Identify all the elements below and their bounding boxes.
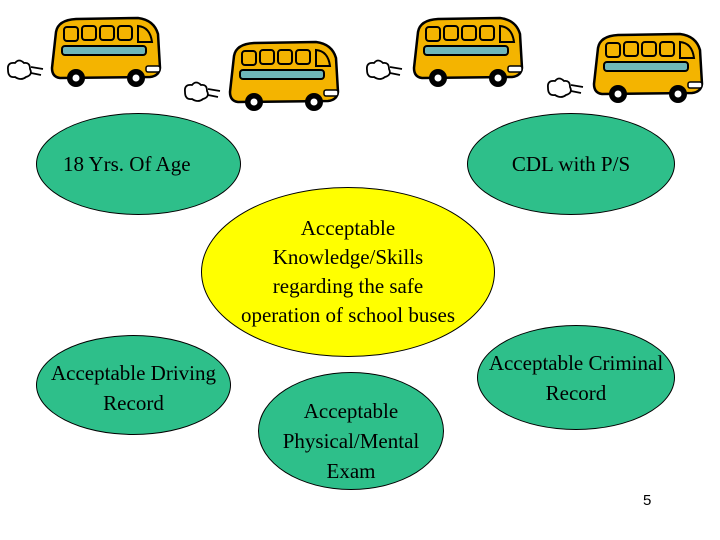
exhaust-cloud-icon <box>546 77 584 98</box>
requirement-knowledge-oval: Acceptable Knowledge/Skills regarding th… <box>201 187 495 357</box>
requirement-age-oval: 18 Yrs. Of Age <box>36 113 241 215</box>
requirement-cdl-oval: CDL with P/S <box>467 113 675 215</box>
requirement-knowledge-label: Acceptable Knowledge/Skills regarding th… <box>240 216 456 327</box>
requirement-cdl-label: CDL with P/S <box>511 152 631 176</box>
exhaust-cloud-icon <box>6 59 44 80</box>
requirement-exam-oval: Acceptable Physical/Mental Exam <box>258 372 444 490</box>
requirement-age-label: 18 Yrs. Of Age <box>63 152 191 176</box>
page-number: 5 <box>643 492 652 509</box>
school-bus-icon <box>412 16 524 89</box>
school-bus-icon <box>592 32 704 105</box>
requirement-criminal-record-oval: Acceptable Criminal Record <box>477 325 675 430</box>
requirement-driving-record-oval: Acceptable Driving Record <box>36 335 231 435</box>
school-bus-icon <box>228 40 340 113</box>
exhaust-cloud-icon <box>365 59 403 80</box>
school-bus-icon <box>50 16 162 89</box>
requirement-driving-record-label: Acceptable Driving Record <box>50 361 217 415</box>
requirement-exam-label: Acceptable Physical/Mental Exam <box>282 399 420 483</box>
exhaust-cloud-icon <box>183 81 221 102</box>
requirement-criminal-record-label: Acceptable Criminal Record <box>488 351 664 405</box>
